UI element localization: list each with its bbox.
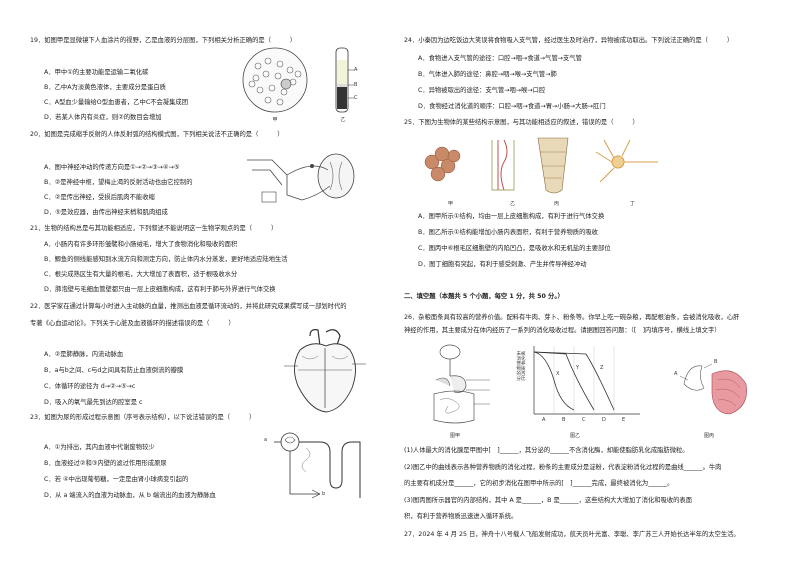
q22-option-c: C．体循环的途径为 d→②→⑤→c bbox=[44, 383, 136, 390]
q25-option-b: B．图乙所示①结构能增加小肠内表面积，有利于营养物质的吸收 bbox=[418, 229, 598, 236]
chart-x-a: A bbox=[542, 417, 546, 423]
question-25-stem: 25．下图为生物体的某些结构示意图，与其功能相适应的叙述，错误的是（ ） bbox=[404, 119, 639, 126]
q23-option-a: A．①为排出，其内血液中代谢废物较少 bbox=[44, 444, 155, 451]
q20-option-a: A．图中神经冲动的传递方向是①→②→③→④→⑤ bbox=[44, 164, 180, 171]
reflex-arc-figure bbox=[242, 140, 362, 216]
q21-option-a: A．小肠内有许多环形皱襞和小肠绒毛，增大了食物消化和吸收的面积 bbox=[44, 241, 238, 248]
heart-figure bbox=[280, 326, 370, 414]
blood-tube-figure: A B C 乙 bbox=[330, 46, 360, 123]
q26-subquestion-3: (3)图丙图所示器官的内部结构，其中 A 是______，B 是______，这… bbox=[404, 497, 693, 504]
digestion-chart: 未被消化营养物质的百分比 A B C D E X Y Z bbox=[516, 340, 646, 430]
question-24-stem: 24．小秦因为边吃饭边大笑误将食物吸入支气管，经过医生及时治疗，异物被成功取出。… bbox=[404, 37, 734, 44]
q19-option-d: D．若某人体内有炎症，则②的数目会增加 bbox=[44, 114, 162, 121]
q23-option-b: B．血液经过②和③内壁的滤过作用形成原尿 bbox=[44, 460, 167, 467]
q20-option-c: C．②是传出神经，受损后肌肉不能收缩 bbox=[44, 194, 155, 201]
chart-x-c: C bbox=[582, 417, 586, 423]
q23-option-d: D．从 a 端流入的血液为动脉血，从 b 端流出的血液为静脉血 bbox=[44, 492, 216, 499]
tube-label-c: C bbox=[354, 95, 358, 101]
curve-label-y: Y bbox=[576, 365, 580, 371]
q22-option-b: B．a与b之间、c与d之间具有防止血液倒流的瓣膜 bbox=[44, 367, 184, 374]
tube-label-a: A bbox=[354, 67, 358, 73]
q26-subquestion-2: (2)图乙中的曲线表示各种营养物质的消化过程，粉条的主要成分是淀粉，代表淀粉消化… bbox=[404, 464, 722, 471]
question-20-stem: 20．如图是完成缩手反射的人体反射弧的结构模式图，下列相关说法不正确的是（ ） bbox=[30, 131, 284, 138]
q25-option-a: A．图甲所示①结构，均由一层上皮细胞构成，有利于进行气体交换 bbox=[418, 213, 605, 220]
figure-label-jia: 甲 bbox=[272, 117, 278, 123]
villi-label-a: A bbox=[674, 371, 678, 377]
q22-option-d: D．吸入的氧气最先到达的腔室是 c bbox=[44, 399, 143, 406]
caption-jia: 甲 bbox=[448, 201, 454, 207]
q20-option-d: D．⑤是效应器，由传出神经末梢和肌肉组成 bbox=[44, 209, 168, 216]
caption-fig-jia: 图甲 bbox=[450, 433, 461, 439]
villi-label-b: B bbox=[714, 359, 718, 365]
chart-ylabel: 未被消化营养物质的百分比 bbox=[516, 352, 526, 382]
structures-figure bbox=[418, 132, 668, 198]
caption-fig-yi: 图乙 bbox=[570, 433, 581, 439]
chart-x-d: D bbox=[602, 417, 606, 423]
tube-label-b: B bbox=[354, 82, 358, 88]
question-23-stem: 23．如图为尿的形成过程示意图（序号表示结构），以下说法错误的是（ ） bbox=[30, 414, 256, 421]
caption-ding: 丁 bbox=[630, 201, 636, 207]
nephron-label-a: a bbox=[264, 437, 268, 443]
question-22-stem-cont: 专著《心血运动论》。下列关于心脏及血液循环的描述错误的是（ ） bbox=[30, 320, 235, 327]
q21-option-b: B．鲫鱼的侧线能感知到水流方向和测定方向，防止体内水分蒸发，更好地适应陆地生活 bbox=[44, 256, 288, 263]
question-26-text-2: 神经的作用，其主要成分在体内经历了一系列的消化吸收过程。请据图回答问题：（[ ]… bbox=[404, 327, 721, 334]
chart-x-b: B bbox=[562, 417, 566, 423]
q24-option-a: A．食物进入支气管的途径：口腔→咽→食道→气管→支气管 bbox=[418, 55, 582, 62]
question-27-text: 27．2024 年 4 月 25 日，神舟十八号载人飞船发射成功，航天员叶光富、… bbox=[404, 531, 740, 538]
question-19-stem: 19．如图甲是显微镜下人血涂片的视野，乙是血液的分层图，下列相关分析正确的是（ … bbox=[30, 37, 297, 44]
figure-label-yi: 乙 bbox=[340, 117, 346, 123]
q24-option-b: B．气体进入肺的途径：鼻腔→咽→喉→支气管→肺 bbox=[418, 71, 557, 78]
section-fill-in-header: 二、填空题（本题共 5 个小题，每空 1 分，共 50 分。） bbox=[404, 293, 564, 300]
q23-option-c: C．若 ④中出现葡萄糖，一定是由肾小球病变引起的 bbox=[44, 476, 189, 483]
q26-subquestion-1: (1)人体最大的消化腺是甲图中[ ]______，其分泌的______不含消化酶… bbox=[404, 447, 689, 454]
q25-option-c: C．图丙中⑥根毛区细胞壁的内陷凹凸，是吸收水和无机盐的主要部位 bbox=[418, 245, 611, 252]
q21-option-c: C．根尖成熟区生有大量的根毛，大大增加了表面积，适于根吸收水分 bbox=[44, 271, 238, 278]
q26-subquestion-3-cont: 积，有利于营养物质迅速进入循环系统。 bbox=[404, 513, 518, 520]
nephron-figure: a b bbox=[260, 428, 370, 506]
nephron-label-b: b bbox=[322, 491, 326, 497]
q25-option-d: D．图丁细胞有突起，有利于感受刺激、产生并传导神经冲动 bbox=[418, 261, 587, 268]
caption-yi: 乙 bbox=[510, 201, 516, 207]
intestine-villi-figure: A B bbox=[674, 354, 754, 424]
caption-fig-bing: 图丙 bbox=[704, 433, 715, 439]
q19-option-a: A．甲中①的主要功能是运输二氧化碳 bbox=[44, 69, 149, 76]
chart-x-e: E bbox=[622, 417, 626, 423]
q20-option-b: B．②是神经中枢，望梅止渴的反射活动也由它控制的 bbox=[44, 179, 193, 186]
question-26-text-1: 26．杂粮面条具有较高的营养价值。配料有牛肉、芽卜、粉条等。你早上吃一碗杂粮，再… bbox=[404, 314, 740, 321]
question-22-stem: 22．医学家在通过计算每小时进入主动脉的血量，推测出血液是循环流动的，并将此研究… bbox=[30, 303, 347, 310]
caption-bing: 丙 bbox=[554, 201, 560, 207]
q21-option-d: D．肺泡壁与毛细血管壁都只由一层上皮细胞构成，这有利于肺与外界进行气体交换 bbox=[44, 286, 276, 293]
q19-option-b: B．乙中A为淡黄色液体，主要成分是蛋白质 bbox=[44, 84, 166, 91]
q24-option-c: C．异物被取出的途径：支气管→咽→喉→口腔 bbox=[418, 87, 546, 94]
blood-smear-figure: 甲 bbox=[238, 46, 312, 123]
q24-option-d: D．食物经过消化道的顺序：口腔→咽→食道→胃→小肠→大肠→肛门 bbox=[418, 103, 606, 110]
q19-option-c: C．A型血少量输给O型血患者，乙中C不会凝集成团 bbox=[44, 99, 188, 106]
q22-option-a: A．②是肺静脉，内流动脉血 bbox=[44, 351, 124, 358]
q26-subquestion-2-cont: 的主要有机成分是______，它的初步消化在图甲中所示的[ ]______完成，… bbox=[404, 480, 674, 487]
question-21-stem: 21．生物的结构总是与其功能相适应，下列叙述不能说明这一生物学观点的是（ ） bbox=[30, 225, 278, 232]
digestive-system-figure bbox=[412, 344, 502, 430]
curve-label-x: X bbox=[556, 371, 560, 377]
curve-label-z: Z bbox=[600, 365, 604, 371]
